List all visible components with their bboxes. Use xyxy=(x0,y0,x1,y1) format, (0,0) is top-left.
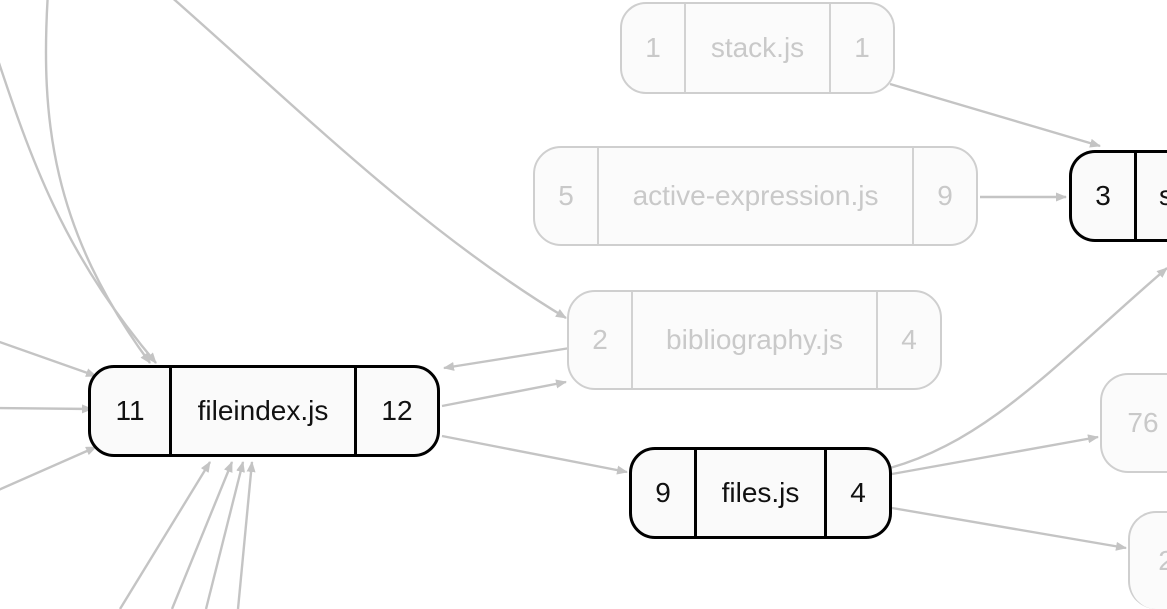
edge-offbottom2-to-fileindex xyxy=(170,461,234,609)
edge-offleft-low-to-fileindex xyxy=(0,445,97,491)
node-filename: s xyxy=(1134,153,1167,239)
node-filename: stack.js xyxy=(684,4,831,92)
node-in-count: 9 xyxy=(655,477,671,508)
edge-files-to-node76 xyxy=(891,434,1099,476)
graph-node-bibliography[interactable]: 2 bibliography.js 4 xyxy=(567,290,942,390)
node-out-count: 4 xyxy=(901,324,917,355)
edge-offbottom4-to-fileindex xyxy=(236,461,256,609)
graph-node-stack[interactable]: 1 stack.js 1 xyxy=(620,2,895,94)
node-in-count: 1 xyxy=(645,32,661,63)
graph-node-active-expression[interactable]: 5 active-expression.js 9 xyxy=(533,146,978,246)
graph-node-clipped-right[interactable]: 3 s xyxy=(1069,150,1167,242)
node-filename: bibliography.js xyxy=(631,292,878,388)
node-in-count: 2 xyxy=(592,324,608,355)
edge-offbottom3-to-fileindex xyxy=(204,461,245,609)
graph-node-fileindex[interactable]: 11 fileindex.js 12 xyxy=(88,365,440,457)
node-in-count: 3 xyxy=(1095,180,1111,211)
node-in-count: 5 xyxy=(558,180,574,211)
edge-stack-to-snode xyxy=(889,82,1101,148)
edge-offleft-top2-to-fileindex xyxy=(0,62,157,364)
node-filename: files.js xyxy=(694,450,827,536)
node-filename: fileindex.js xyxy=(169,368,357,454)
edge-offbottom1-to-fileindex xyxy=(118,461,212,609)
node-out-count: 12 xyxy=(381,395,413,426)
graph-node-clipped-2[interactable]: 2 xyxy=(1128,511,1167,609)
node-filename: active-expression.js xyxy=(597,148,914,244)
edge-offleft-top-to-fileindex xyxy=(44,0,151,364)
edge-files-to-node2 xyxy=(891,506,1127,551)
node-in-count: 11 xyxy=(115,395,145,426)
node-in-count: 76 xyxy=(1127,407,1159,438)
edge-fileindex-to-bibliography xyxy=(441,379,567,408)
edge-offtopleft-to-bibliography xyxy=(172,0,567,320)
node-out-count: 9 xyxy=(937,180,953,211)
edge-bibliography-to-fileindex xyxy=(443,346,571,371)
edge-offleft-to-fileindex xyxy=(0,404,93,414)
node-out-count: 1 xyxy=(854,32,870,63)
edge-fileindex-to-files xyxy=(441,434,628,475)
graph-node-clipped-76[interactable]: 76 xyxy=(1100,373,1167,473)
edge-offleft-mid-to-fileindex xyxy=(0,340,97,378)
edge-files-to-offright-top xyxy=(889,267,1167,470)
graph-node-files[interactable]: 9 files.js 4 xyxy=(629,447,892,539)
node-out-count: 4 xyxy=(850,477,866,508)
node-in-count: 2 xyxy=(1158,545,1167,576)
